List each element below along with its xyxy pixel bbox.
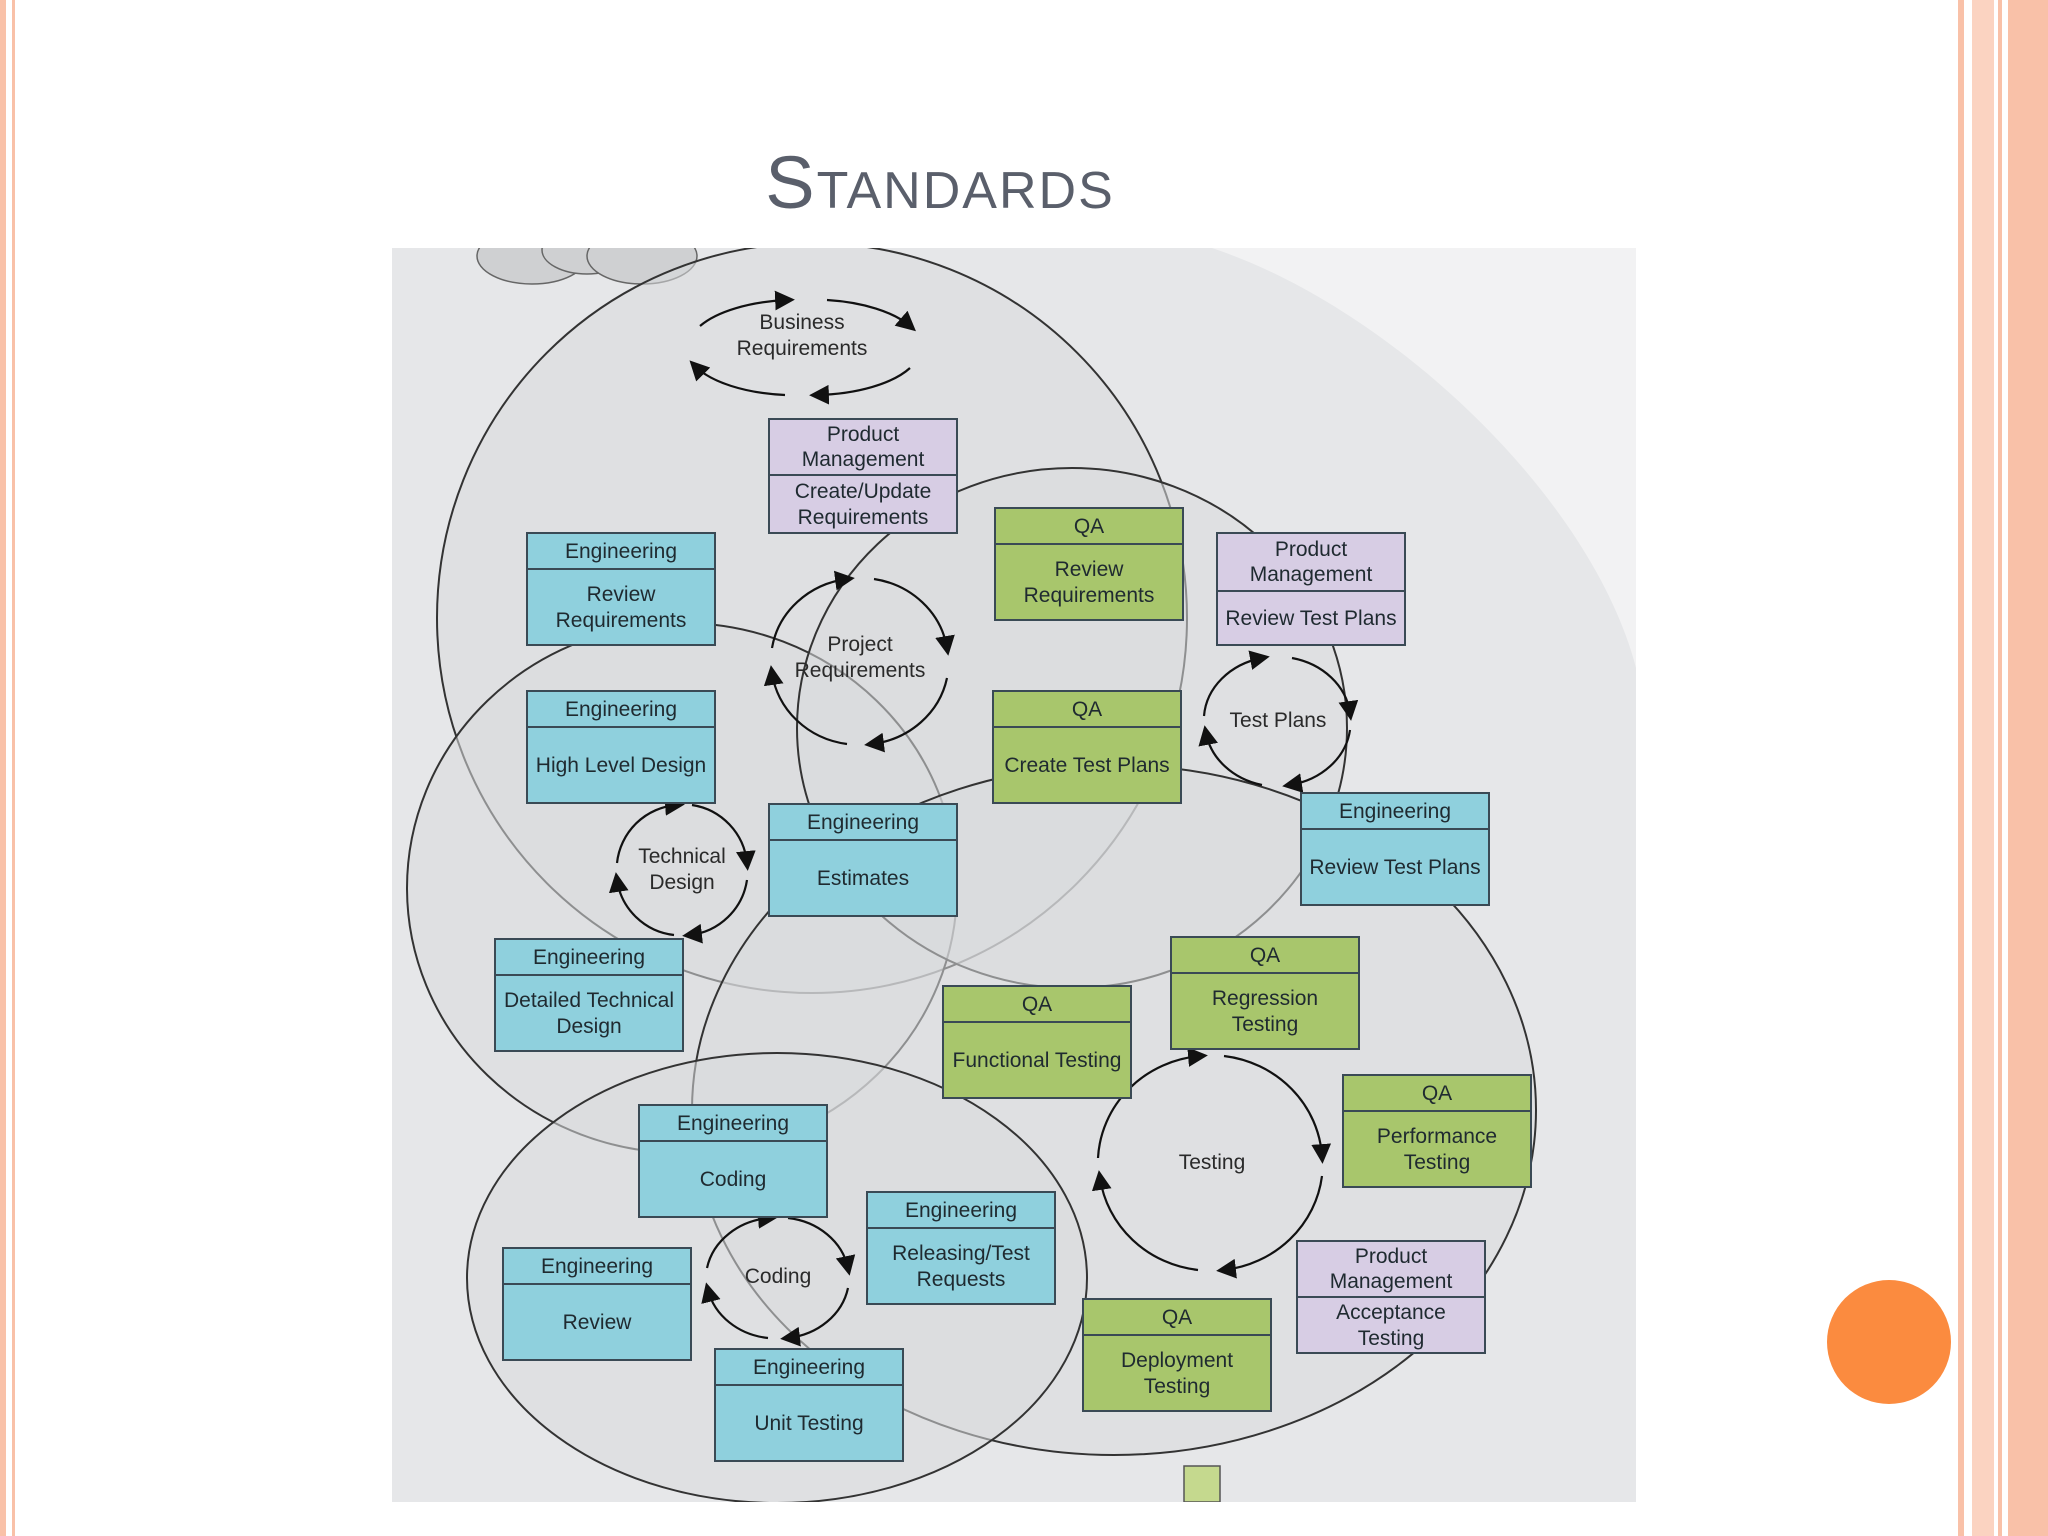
box-task: Functional Testing (952, 1049, 1122, 1072)
box-role: Product Management (770, 420, 956, 476)
cycle-label-coding: Coding (744, 1265, 812, 1288)
technical-design-cycle-arrows (608, 795, 756, 944)
cycle-label-testing: Testing (1178, 1151, 1246, 1174)
box-role: QA (1172, 938, 1358, 974)
box-task: Detailed Technical Design (503, 989, 675, 1038)
box-role: Engineering (528, 692, 714, 728)
slide-border-right-band (1972, 0, 1994, 1536)
box-qa-regression-testing: QA Regression Testing (1170, 936, 1360, 1050)
box-task: Releasing/Test Requests (892, 1242, 1030, 1291)
cloud-shape (476, 248, 698, 285)
box-pm-create-requirements: Product Management Create/Update Require… (768, 418, 958, 534)
box-role: QA (1344, 1076, 1530, 1112)
box-eng-unit-testing: Engineering Unit Testing (714, 1348, 904, 1462)
background-swoosh (1212, 248, 1636, 668)
box-task: Review Requirements (1023, 558, 1155, 607)
box-task: High Level Design (535, 754, 707, 777)
box-qa-create-test-plans: QA Create Test Plans (992, 690, 1182, 804)
box-role: Engineering (504, 1249, 690, 1285)
box-role: QA (944, 987, 1130, 1023)
slide-border-right-edge (2008, 0, 2048, 1536)
box-pm-review-test-plans: Product Management Review Test Plans (1216, 532, 1406, 646)
box-role: QA (1084, 1300, 1270, 1336)
box-task: Acceptance Testing (1336, 1301, 1446, 1350)
box-role: Engineering (496, 940, 682, 976)
cycle-label-technical-design: Technical Design (638, 845, 726, 894)
box-eng-releasing-test-requests: Engineering Releasing/Test Requests (866, 1191, 1056, 1305)
box-eng-estimates: Engineering Estimates (768, 803, 958, 917)
cycle-label-business-requirements: Business Requirements (736, 311, 868, 360)
box-role: QA (996, 509, 1182, 545)
box-role: Engineering (770, 805, 956, 841)
business-requirements-cycle-arrows (689, 290, 916, 405)
box-task: Coding (699, 1168, 767, 1191)
box-task: Review (562, 1311, 632, 1334)
box-pm-acceptance-testing: Product Management Acceptance Testing (1296, 1240, 1486, 1354)
box-task: Review Test Plans (1309, 856, 1481, 879)
box-eng-high-level-design: Engineering High Level Design (526, 690, 716, 804)
cycle-label-project-requirements: Project Requirements (794, 633, 926, 682)
box-role: Product Management (1298, 1242, 1484, 1298)
box-qa-deployment-testing: QA Deployment Testing (1082, 1298, 1272, 1412)
slide-title: Standards (765, 141, 1115, 224)
box-role: Engineering (1302, 794, 1488, 830)
box-task: Create/Update Requirements (794, 480, 932, 529)
project-requirements-cycle-arrows (763, 570, 955, 753)
box-role: Engineering (868, 1193, 1054, 1229)
box-task: Review Requirements (555, 583, 687, 632)
cycle-label-test-plans: Test Plans (1229, 709, 1327, 732)
box-eng-coding: Engineering Coding (638, 1104, 828, 1218)
box-role: Product Management (1218, 534, 1404, 592)
box-qa-performance-testing: QA Performance Testing (1342, 1074, 1532, 1188)
box-task: Performance Testing (1376, 1125, 1498, 1174)
slide-border-right-line (1998, 0, 2002, 1536)
diagram-stem (1183, 1465, 1221, 1502)
slide-border-right (1958, 0, 1964, 1536)
slide-border-left-inner (12, 0, 15, 1536)
box-task: Unit Testing (754, 1412, 864, 1435)
box-qa-functional-testing: QA Functional Testing (942, 985, 1132, 1099)
test-plans-cycle-arrows (1198, 650, 1359, 793)
box-task: Regression Testing (1211, 987, 1319, 1036)
box-role: Engineering (716, 1350, 902, 1386)
box-qa-review-requirements: QA Review Requirements (994, 507, 1184, 621)
box-task: Create Test Plans (1004, 754, 1170, 777)
box-eng-review-requirements: Engineering Review Requirements (526, 532, 716, 646)
box-role: Engineering (528, 534, 714, 570)
box-role: Engineering (640, 1106, 826, 1142)
coding-circle (466, 1052, 1088, 1502)
box-task: Deployment Testing (1120, 1349, 1234, 1398)
slide-border-left (0, 0, 6, 1536)
box-role: QA (994, 692, 1180, 728)
decorative-orange-dot (1827, 1280, 1951, 1404)
box-eng-detailed-technical-design: Engineering Detailed Technical Design (494, 938, 684, 1052)
box-eng-review-test-plans: Engineering Review Test Plans (1300, 792, 1490, 906)
box-task: Review Test Plans (1225, 607, 1397, 630)
box-eng-review: Engineering Review (502, 1247, 692, 1361)
box-task: Estimates (816, 867, 910, 890)
coding-cycle-arrows (701, 1208, 856, 1347)
process-diagram: Business Requirements Project Requiremen… (392, 248, 1636, 1502)
